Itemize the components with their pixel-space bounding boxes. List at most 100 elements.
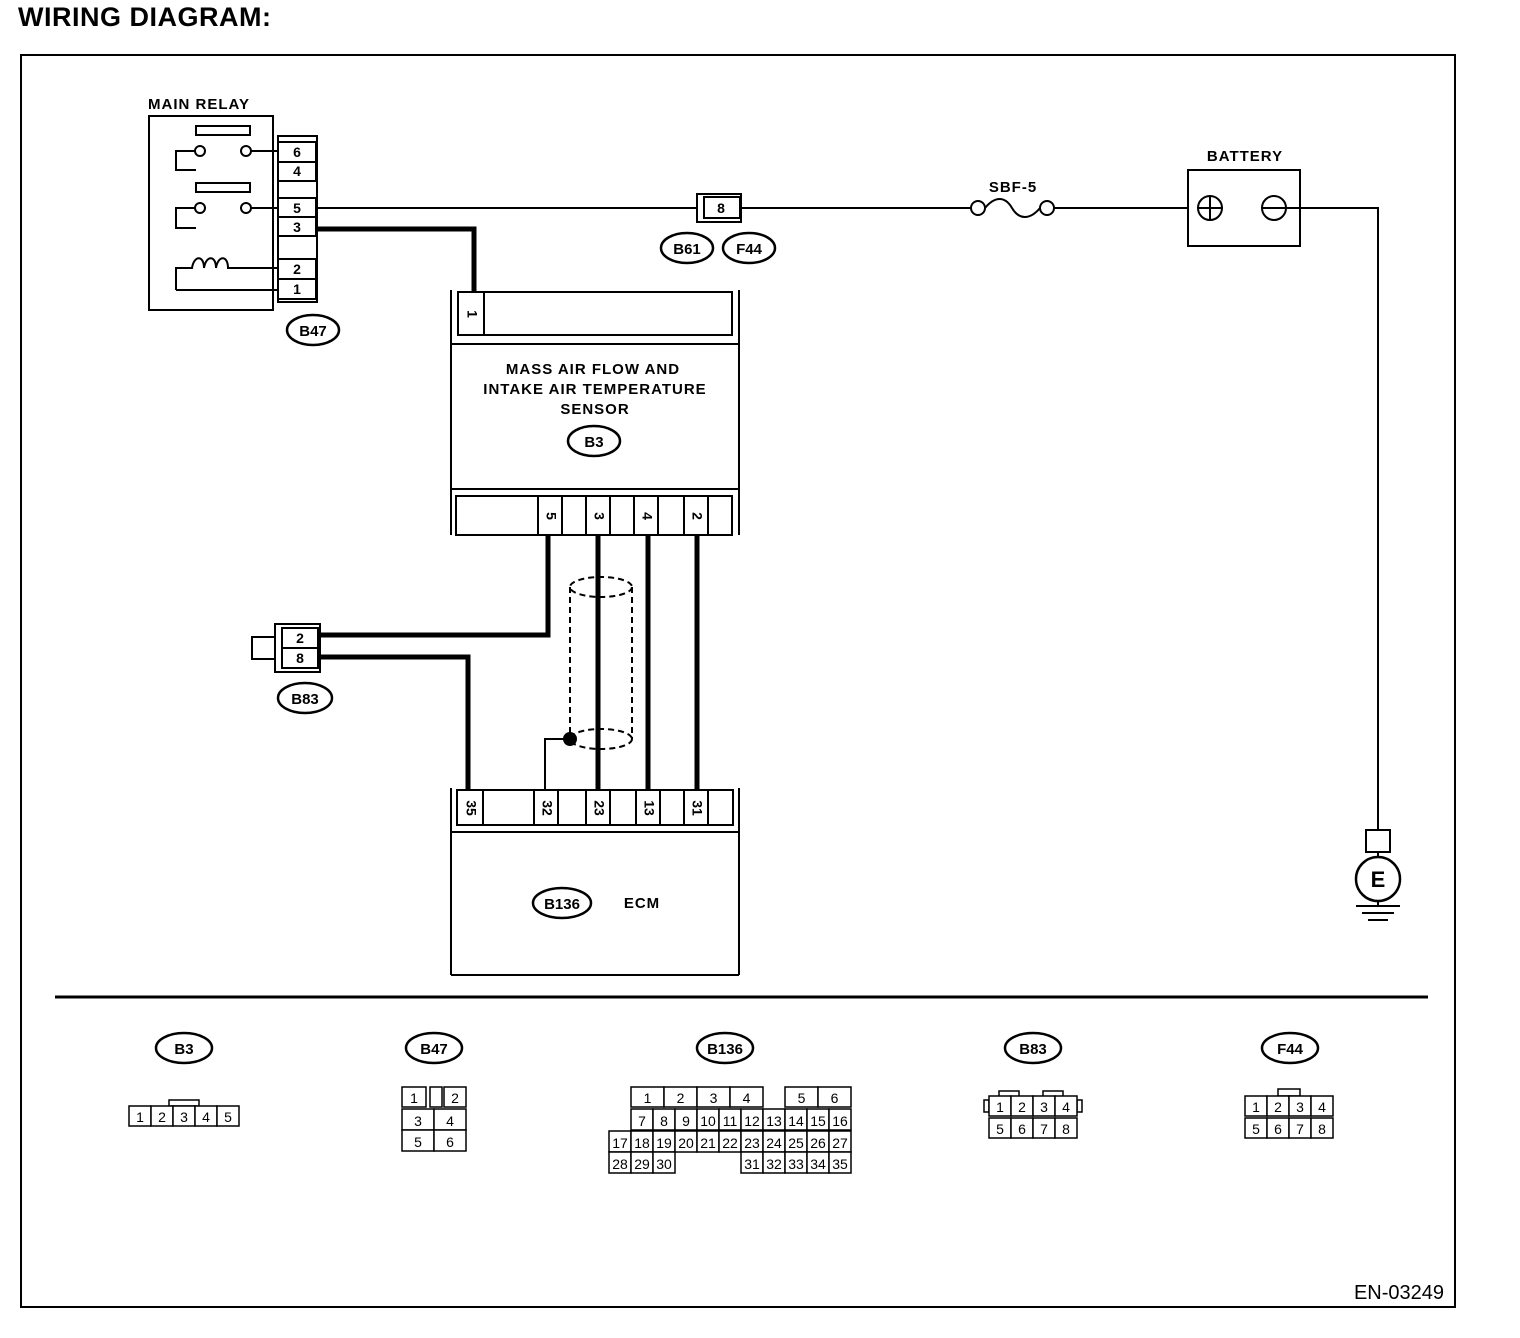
b136-view-pin-4: 4: [743, 1090, 751, 1106]
page-title: WIRING DIAGRAM:: [18, 2, 272, 32]
relay-pin-1: 1: [293, 281, 301, 297]
b83-view-pin-6: 6: [1018, 1121, 1026, 1137]
b136-view-pin-29: 29: [634, 1156, 650, 1172]
figure-id: EN-03249: [1354, 1282, 1444, 1304]
wire-b83-8-to-ecm35: [320, 654, 471, 790]
maf-label-line3: SENSOR: [560, 401, 629, 418]
maf-label-line1: MASS AIR FLOW AND: [506, 361, 680, 378]
b136-view-pin-3: 3: [710, 1090, 718, 1106]
maf-label-line2: INTAKE AIR TEMPERATURE: [483, 381, 706, 398]
b136-view-pin-13: 13: [766, 1113, 782, 1129]
fuse-sbf5: SBF-5: [970, 179, 1055, 218]
f44-view-pin-5: 5: [1252, 1121, 1260, 1137]
b136-view-pin-28: 28: [612, 1156, 628, 1172]
b47-view-pin-5: 5: [414, 1134, 422, 1150]
f44-view-pin-7: 7: [1296, 1121, 1304, 1137]
b136-view-pin-2: 2: [677, 1090, 685, 1106]
svg-text:B136: B136: [544, 896, 580, 913]
b83-view-pin-7: 7: [1040, 1121, 1048, 1137]
relay-pin-3: 3: [293, 219, 301, 235]
battery-label: BATTERY: [1207, 148, 1283, 165]
connector-view-f44-tag: F44: [1277, 1041, 1304, 1058]
ecm-label: ECM: [624, 895, 660, 912]
connector-tag-f44: F44: [721, 231, 777, 265]
connector-view-b3-tag: B3: [174, 1041, 193, 1058]
b47-view-pin-3: 3: [414, 1113, 422, 1129]
b136-view-pin-1: 1: [644, 1090, 652, 1106]
maf-pin-2: 2: [689, 512, 705, 520]
b136-view-pin-14: 14: [788, 1113, 804, 1129]
b3-view-pin-2: 2: [158, 1109, 166, 1125]
b83-view-pin-4: 4: [1062, 1099, 1070, 1115]
b136-view-pin-23: 23: [744, 1135, 760, 1151]
b136-view-pin-9: 9: [682, 1113, 690, 1129]
f44-view-pin-2: 2: [1274, 1099, 1282, 1115]
relay-pin-6: 6: [293, 144, 301, 160]
ground-e: E: [1354, 829, 1402, 921]
b136-view-pin-30: 30: [656, 1156, 672, 1172]
b136-view-pin-24: 24: [766, 1135, 782, 1151]
connector-tag-b47: B47: [285, 313, 341, 347]
maf-pin-4: 4: [639, 512, 655, 520]
svg-text:B61: B61: [673, 241, 701, 258]
b136-view-pin-32: 32: [766, 1156, 782, 1172]
f44-view-pin-3: 3: [1296, 1099, 1304, 1115]
connector-b61-f44: 8: [696, 193, 742, 223]
b83-view-pin-2: 2: [1018, 1099, 1026, 1115]
b136-view-pin-26: 26: [810, 1135, 826, 1151]
connector-tag-b83: B83: [276, 681, 334, 715]
b47-view-pin-4: 4: [446, 1113, 454, 1129]
b61-pin-8: 8: [717, 200, 725, 216]
maf-pin-5: 5: [543, 512, 559, 520]
f44-view-pin-1: 1: [1252, 1099, 1260, 1115]
svg-text:B47: B47: [299, 323, 327, 340]
b136-view-pin-15: 15: [810, 1113, 826, 1129]
b136-view-pin-34: 34: [810, 1156, 826, 1172]
b136-view-pin-6: 6: [831, 1090, 839, 1106]
b83-view-pin-1: 1: [996, 1099, 1004, 1115]
connector-tag-b3: B3: [566, 424, 622, 458]
svg-text:B3: B3: [584, 434, 603, 451]
b136-view-pin-18: 18: [634, 1135, 650, 1151]
ground-label: E: [1371, 867, 1386, 892]
b83-view-pin-3: 3: [1040, 1099, 1048, 1115]
b136-view-pin-25: 25: [788, 1135, 804, 1151]
b136-view-pin-16: 16: [832, 1113, 848, 1129]
b136-view-pin-10: 10: [700, 1113, 716, 1129]
wire-maf5-to-b83-2: [320, 535, 551, 638]
b3-view-pin-4: 4: [202, 1109, 210, 1125]
svg-text:F44: F44: [736, 241, 763, 258]
b136-view-pin-22: 22: [722, 1135, 738, 1151]
fuse-label: SBF-5: [989, 179, 1037, 196]
b3-view-pin-5: 5: [224, 1109, 232, 1125]
b47-view-pin-2: 2: [451, 1090, 459, 1106]
ecm-pin-13: 13: [641, 800, 657, 816]
b83-pin-8: 8: [296, 650, 304, 666]
b83-view-pin-8: 8: [1062, 1121, 1070, 1137]
connector-tag-b61: B61: [659, 231, 715, 265]
connector-b83: 2 8: [251, 623, 321, 673]
f44-view-pin-8: 8: [1318, 1121, 1326, 1137]
b136-view-pin-12: 12: [744, 1113, 760, 1129]
wire-relay3-to-maf1: [316, 226, 477, 292]
battery: BATTERY: [1187, 148, 1301, 247]
ecm-pin-35: 35: [463, 800, 479, 816]
connector-view-b136-tag: B136: [707, 1041, 743, 1058]
b136-view-pin-19: 19: [656, 1135, 672, 1151]
b47-view-pin-6: 6: [446, 1134, 454, 1150]
b47-view-pin-1: 1: [410, 1090, 418, 1106]
wire-shield: [544, 576, 633, 790]
b3-view-pin-3: 3: [180, 1109, 188, 1125]
maf-pin-3: 3: [591, 512, 607, 520]
b83-view-pin-5: 5: [996, 1121, 1004, 1137]
relay-pin-2: 2: [293, 261, 301, 277]
b136-view-pin-7: 7: [638, 1113, 646, 1129]
b83-pin-2: 2: [296, 630, 304, 646]
